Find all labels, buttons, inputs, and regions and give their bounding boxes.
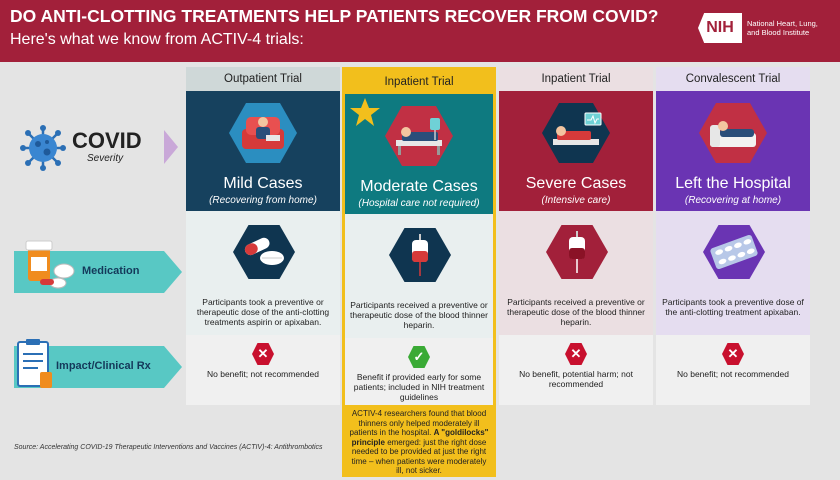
severity-panel: Mild Cases (Recovering from home) xyxy=(186,91,340,211)
blister-pack-icon xyxy=(710,234,758,270)
case-subtitle: (Recovering from home) xyxy=(209,195,317,206)
icu-bed-icon xyxy=(553,112,602,145)
trial-header: Inpatient Trial xyxy=(499,67,653,91)
x-icon: ✕ xyxy=(252,343,274,365)
source-citation: Source: Accelerating COVID-19 Therapeuti… xyxy=(14,444,323,451)
iv-bag-icon xyxy=(412,234,428,276)
goldilocks-note: ACTIV-4 researchers found that blood thi… xyxy=(342,405,496,477)
column-inpatient-moderate: Inpatient Trial Moderate Cases (Hospital… xyxy=(342,67,496,408)
impact-text: No benefit, potential harm; not recommen… xyxy=(519,369,633,389)
header-banner: DO ANTI-CLOTTING TREATMENTS HELP PATIENT… xyxy=(0,0,840,62)
pill-bottle-icon xyxy=(25,240,75,289)
impact-text: No benefit; not recommended xyxy=(677,369,789,379)
nih-logo-mark: NIH xyxy=(698,13,742,43)
case-title: Moderate Cases xyxy=(360,178,478,195)
severity-panel: Left the Hospital (Recovering at home) xyxy=(656,91,810,211)
x-icon: ✕ xyxy=(565,343,587,365)
impact-panel: ✕ No benefit; not recommended xyxy=(186,335,340,405)
nih-logo: NIH National Heart, Lung, and Blood Inst… xyxy=(698,13,832,43)
patient-armchair-icon xyxy=(242,117,284,149)
note-part-1: ACTIV-4 researchers found that blood thi… xyxy=(349,409,487,437)
star-icon xyxy=(350,98,380,126)
severity-panel: Severe Cases (Intensive care) xyxy=(499,91,653,211)
covid-label: COVID xyxy=(72,128,142,153)
impact-panel: ✓ Benefit if provided early for some pat… xyxy=(345,338,493,408)
nih-logo-text: National Heart, Lung, and Blood Institut… xyxy=(747,18,818,38)
medication-panel: Participants received a preventive or th… xyxy=(345,214,493,338)
trial-header: Outpatient Trial xyxy=(186,67,340,91)
page-subtitle: Here's what we know from ACTIV-4 trials: xyxy=(10,31,304,48)
medication-text: Participants received a preventive or th… xyxy=(350,300,488,330)
hospital-bed-icon xyxy=(396,118,442,155)
clipboard-rx-icon xyxy=(17,339,52,388)
impact-row-label: Impact/Clinical Rx xyxy=(14,339,182,388)
case-subtitle: (Hospital care not required) xyxy=(358,198,480,209)
medication-panel: Participants took a preventive or therap… xyxy=(186,211,340,335)
x-icon: ✕ xyxy=(722,343,744,365)
covid-arrow xyxy=(164,130,178,164)
trial-header: Convalescent Trial xyxy=(656,67,810,91)
patient-couch-icon xyxy=(710,121,756,147)
check-icon: ✓ xyxy=(408,346,430,368)
impact-label: Impact/Clinical Rx xyxy=(56,360,151,372)
medication-row-label: Medication xyxy=(14,240,182,293)
case-title: Left the Hospital xyxy=(675,175,791,192)
medication-text: Participants received a preventive or th… xyxy=(507,297,645,327)
pills-icon xyxy=(244,237,284,265)
note-part-2: emerged: just the right dose needed to b… xyxy=(351,437,487,476)
case-title: Severe Cases xyxy=(525,175,627,192)
medication-text: Participants took a preventive dose of t… xyxy=(662,297,804,317)
case-title: Mild Cases xyxy=(223,175,303,192)
virus-icon xyxy=(20,125,66,171)
medication-panel: Participants received a preventive or th… xyxy=(499,211,653,335)
covid-severity-label: Severity xyxy=(87,153,124,164)
impact-text: Benefit if provided early for some patie… xyxy=(353,372,485,402)
medication-label: Medication xyxy=(82,265,140,277)
column-inpatient-severe: Inpatient Trial Severe Cases (Intensive … xyxy=(499,67,653,405)
medication-panel: Participants took a preventive dose of t… xyxy=(656,211,810,335)
impact-panel: ✕ No benefit, potential harm; not recomm… xyxy=(499,335,653,405)
case-subtitle: (Intensive care) xyxy=(541,195,611,206)
note-bold: A "goldilocks" principle xyxy=(351,428,489,447)
page-title: DO ANTI-CLOTTING TREATMENTS HELP PATIENT… xyxy=(10,6,659,26)
column-convalescent: Convalescent Trial Left the Hospital (Re… xyxy=(656,67,810,405)
medication-text: Participants took a preventive or therap… xyxy=(196,297,330,327)
trial-header: Inpatient Trial xyxy=(345,70,493,94)
impact-panel: ✕ No benefit; not recommended xyxy=(656,335,810,405)
iv-bag-icon xyxy=(569,231,585,273)
impact-text: No benefit; not recommended xyxy=(207,369,319,379)
column-outpatient: Outpatient Trial Mild Cases (Recovering … xyxy=(186,67,340,405)
case-subtitle: (Recovering at home) xyxy=(684,195,782,206)
